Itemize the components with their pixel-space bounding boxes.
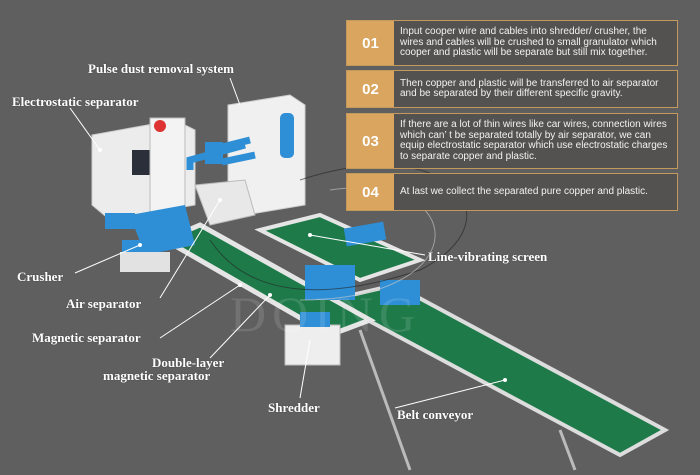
label-double-layer-2: magnetic separator xyxy=(103,368,211,383)
label-pulse-dust-removal: Pulse dust removal system xyxy=(88,61,235,76)
step-number: 02 xyxy=(347,71,394,107)
step-number: 01 xyxy=(347,21,394,65)
step-text: Then copper and plastic will be transfer… xyxy=(400,77,659,99)
label-belt-conveyor: Belt conveyor xyxy=(397,407,474,422)
step-text: Input cooper wire and cables into shredd… xyxy=(400,26,657,59)
label-double-layer-1: Double-layer xyxy=(152,355,225,370)
step-3: 03 If there are a lot of thin wires like… xyxy=(346,113,678,169)
label-line-vibrating-screen: Line-vibrating screen xyxy=(428,249,548,264)
watermark: DOING xyxy=(230,286,422,342)
step-text: If there are a lot of thin wires like ca… xyxy=(400,119,668,162)
step-2: 02 Then copper and plastic will be trans… xyxy=(346,70,678,108)
step-number: 03 xyxy=(347,114,394,168)
label-shredder: Shredder xyxy=(268,400,320,415)
step-number: 04 xyxy=(347,174,394,210)
label-crusher: Crusher xyxy=(17,269,64,284)
step-text: At last we collect the separated pure co… xyxy=(400,185,648,197)
label-electrostatic-separator: Electrostatic separator xyxy=(12,94,139,109)
belt-conveyor xyxy=(324,282,670,458)
step-1: 01 Input cooper wire and cables into shr… xyxy=(346,20,678,66)
label-magnetic-separator: Magnetic separator xyxy=(32,330,141,345)
label-air-separator: Air separator xyxy=(66,296,142,311)
air-separator-hopper xyxy=(194,179,256,226)
step-4: 04 At last we collect the separated pure… xyxy=(346,173,678,211)
